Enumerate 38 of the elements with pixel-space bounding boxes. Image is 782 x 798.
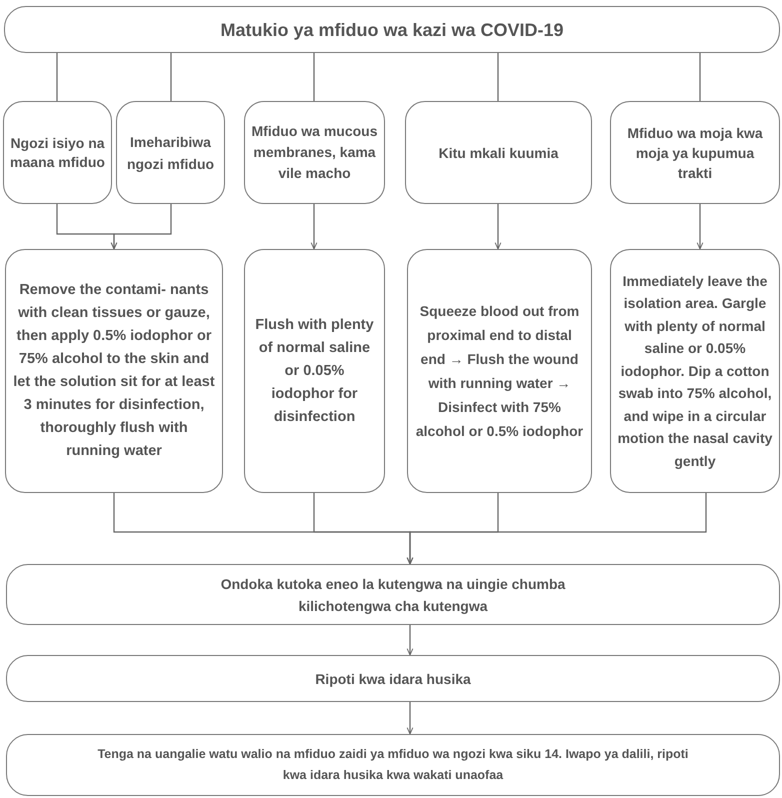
box-text: Ripoti kwa idara husika [315, 670, 471, 688]
process-box [6, 655, 780, 702]
box-text: Matukio ya mfiduo wa kazi wa COVID-19 [220, 18, 564, 40]
box-text: Ngozi isiyo na maana mfiduo [9, 134, 106, 172]
process-box [405, 101, 592, 204]
process-box [6, 564, 780, 625]
box-text: Tenga na uangalie watu walio na mfiduo zaidi ya mfiduo wa ngozi kwa siku 14. Iwapo ya dalili, ripoti kwa idara husika kwa wakati unaofaa [97, 746, 689, 784]
arrow [406, 625, 414, 656]
process-box [4, 6, 780, 53]
process-box [3, 101, 112, 204]
process-box [610, 101, 780, 204]
process-box [244, 101, 385, 204]
arrow [406, 702, 414, 734]
arrow [696, 204, 704, 250]
box-text: Flush with plenty of normal saline or 0.05% iodophor for disinfection [255, 316, 374, 426]
arrow [310, 204, 318, 250]
arrow [110, 204, 172, 250]
connector-line [497, 53, 499, 101]
connector-line [313, 53, 315, 101]
process-box [407, 249, 592, 493]
arrow [406, 493, 707, 564]
box-text: Immediately leave the isolation area. Gargle with plenty of normal saline or 0.05% iodophor. Dip a cotton swab into 75% alcohol, and wipe in a circular motion the nasal cavity gently [616, 272, 774, 471]
process-box [610, 249, 780, 493]
process-box [6, 734, 780, 796]
connector-line [699, 53, 701, 101]
box-text: Squeeze blood out from proximal end to distal end → Flush the wound with running water → Disinfect with 75% alcohol or 0.5% iodophor [414, 302, 584, 441]
process-box [116, 101, 225, 204]
box-text: Kitu mkali kuumia [438, 144, 558, 162]
box-text: Imeharibiwa ngozi mfiduo [126, 132, 216, 174]
connector-line [56, 53, 58, 101]
connector-line [170, 53, 172, 101]
process-box [5, 249, 223, 493]
arrow [494, 204, 502, 250]
box-text: Ondoka kutoka eneo la kutengwa na uingie chumba kilichotengwa cha kutengwa [220, 574, 566, 616]
process-box [244, 249, 385, 493]
box-text: Remove the contami- nants with clean tissues or gauze, then apply 0.5% iodophor or 75% alcohol to the skin and let the solution sit for at least 3 minutes for disinfection, thoroughly flush with running water [12, 281, 216, 461]
box-text: Mfiduo wa mucous membranes, kama vile macho [250, 122, 378, 183]
box-text: Mfiduo wa moja kwa moja ya kupumua trakti [626, 124, 764, 182]
